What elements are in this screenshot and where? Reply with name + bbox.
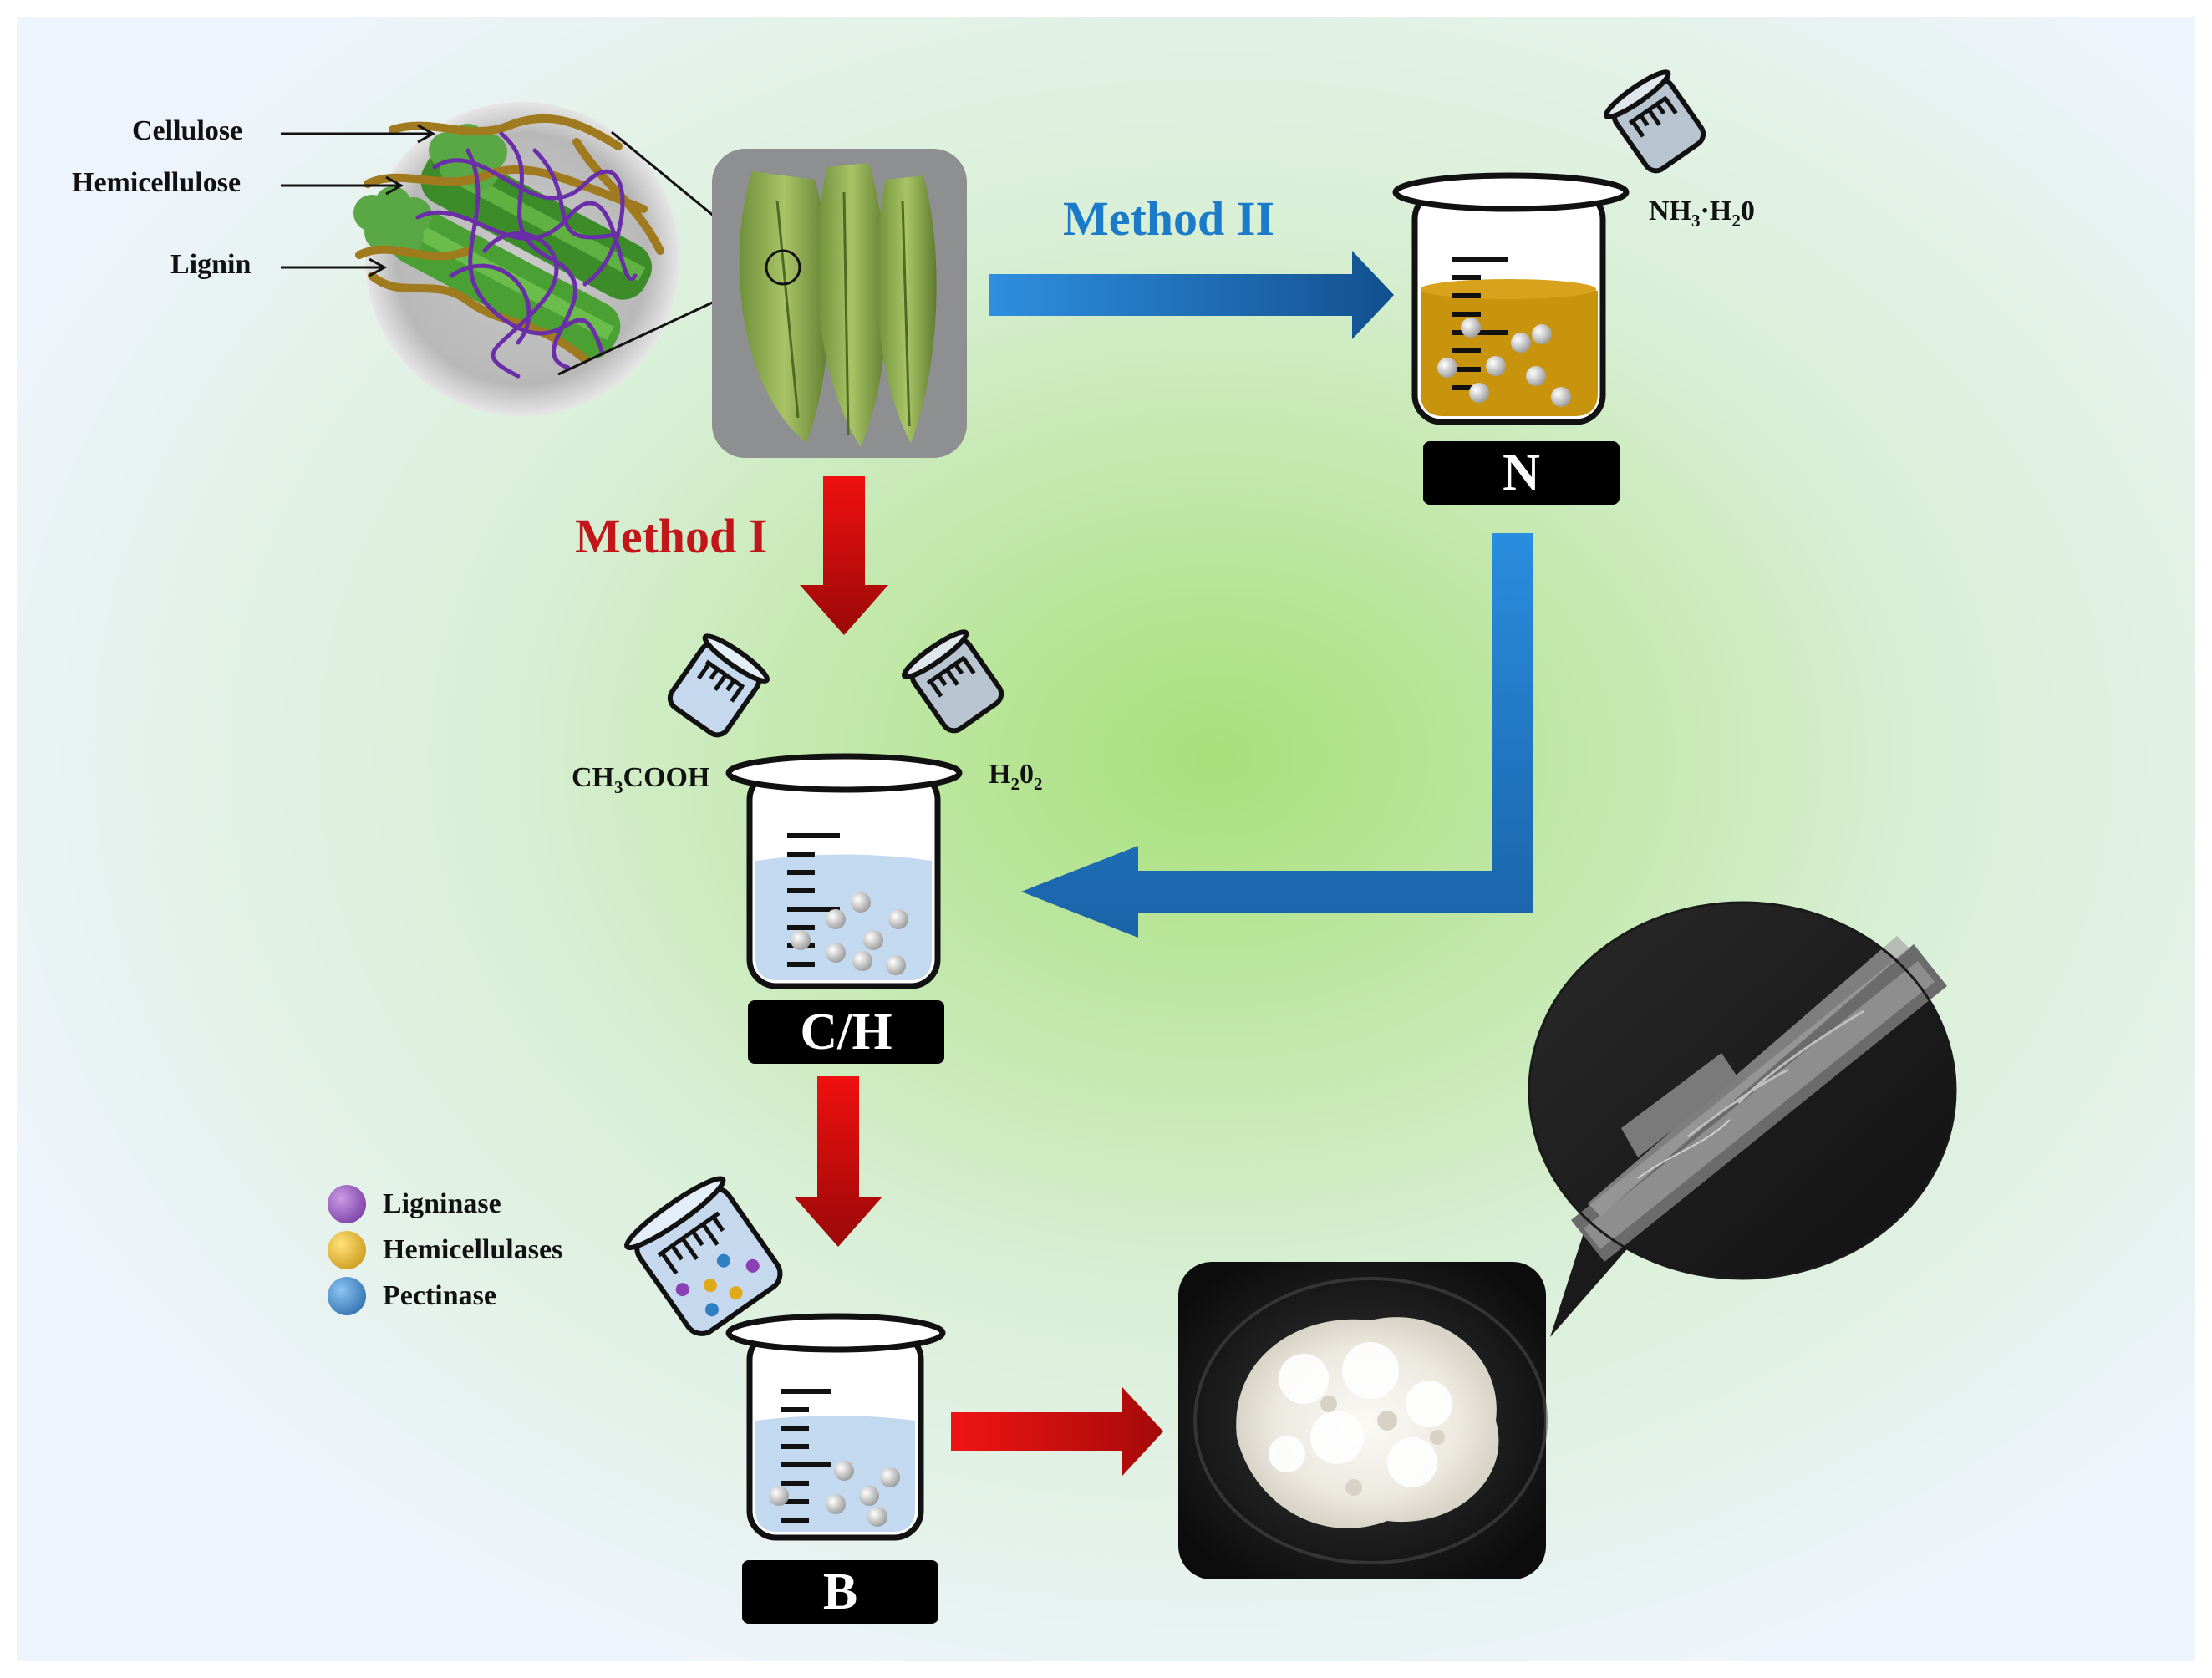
label-acetic-acid: CH3COOH: [572, 762, 710, 797]
sample-tag-ch: C/H: [748, 1000, 944, 1064]
method-2-arrow-right: [989, 251, 1394, 339]
method-2-arrow-return: [1021, 533, 1533, 938]
method-1-label: Method I: [575, 509, 768, 563]
legend-item-ligninase: Ligninase: [328, 1185, 501, 1223]
reagent-beaker-peroxide: [901, 629, 1004, 734]
corn-husk-photo: [712, 149, 967, 458]
beaker-b: [725, 1313, 946, 1541]
legend-item-hemicellulases: Hemicellulases: [328, 1231, 562, 1269]
sem-image-callout: [1528, 901, 1957, 1337]
method-1-arrow-down-2: [794, 1076, 882, 1247]
method-1-arrow-down: [800, 476, 888, 635]
legend-label: Hemicellulases: [383, 1234, 563, 1265]
legend-label: Pectinase: [383, 1280, 496, 1311]
label-lignin: Lignin: [170, 249, 252, 280]
lignocellulose-structure-illustration: [353, 102, 679, 416]
sample-tag-b: B: [742, 1560, 938, 1624]
cellulose-powder-photo: [1178, 1262, 1548, 1579]
label-hemicellulose: Hemicellulose: [72, 167, 242, 198]
label-hydrogen-peroxide: H202: [989, 759, 1043, 794]
label-cellulose: Cellulose: [132, 115, 243, 146]
legend-label: Ligninase: [383, 1188, 501, 1219]
method-2-label: Method II: [1063, 191, 1274, 246]
reagent-beaker-ammonia: [1603, 69, 1706, 174]
legend-dot-ligninase: [328, 1185, 366, 1223]
legend-item-pectinase: Pectinase: [328, 1277, 496, 1315]
reagent-beaker-enzymes: [623, 1176, 783, 1336]
legend-dot-pectinase: [328, 1277, 366, 1315]
beaker-ch: [725, 753, 963, 989]
method-1-arrow-right: [951, 1387, 1163, 1476]
label-ammonia: NH3·H20: [1649, 196, 1755, 231]
beaker-n: [1392, 172, 1630, 425]
sample-tag-n: N: [1423, 441, 1620, 505]
fiber-label-pointers: [281, 124, 436, 277]
legend-dot-hemicellulases: [328, 1231, 366, 1269]
reagent-beaker-acetic-acid: [667, 633, 770, 738]
